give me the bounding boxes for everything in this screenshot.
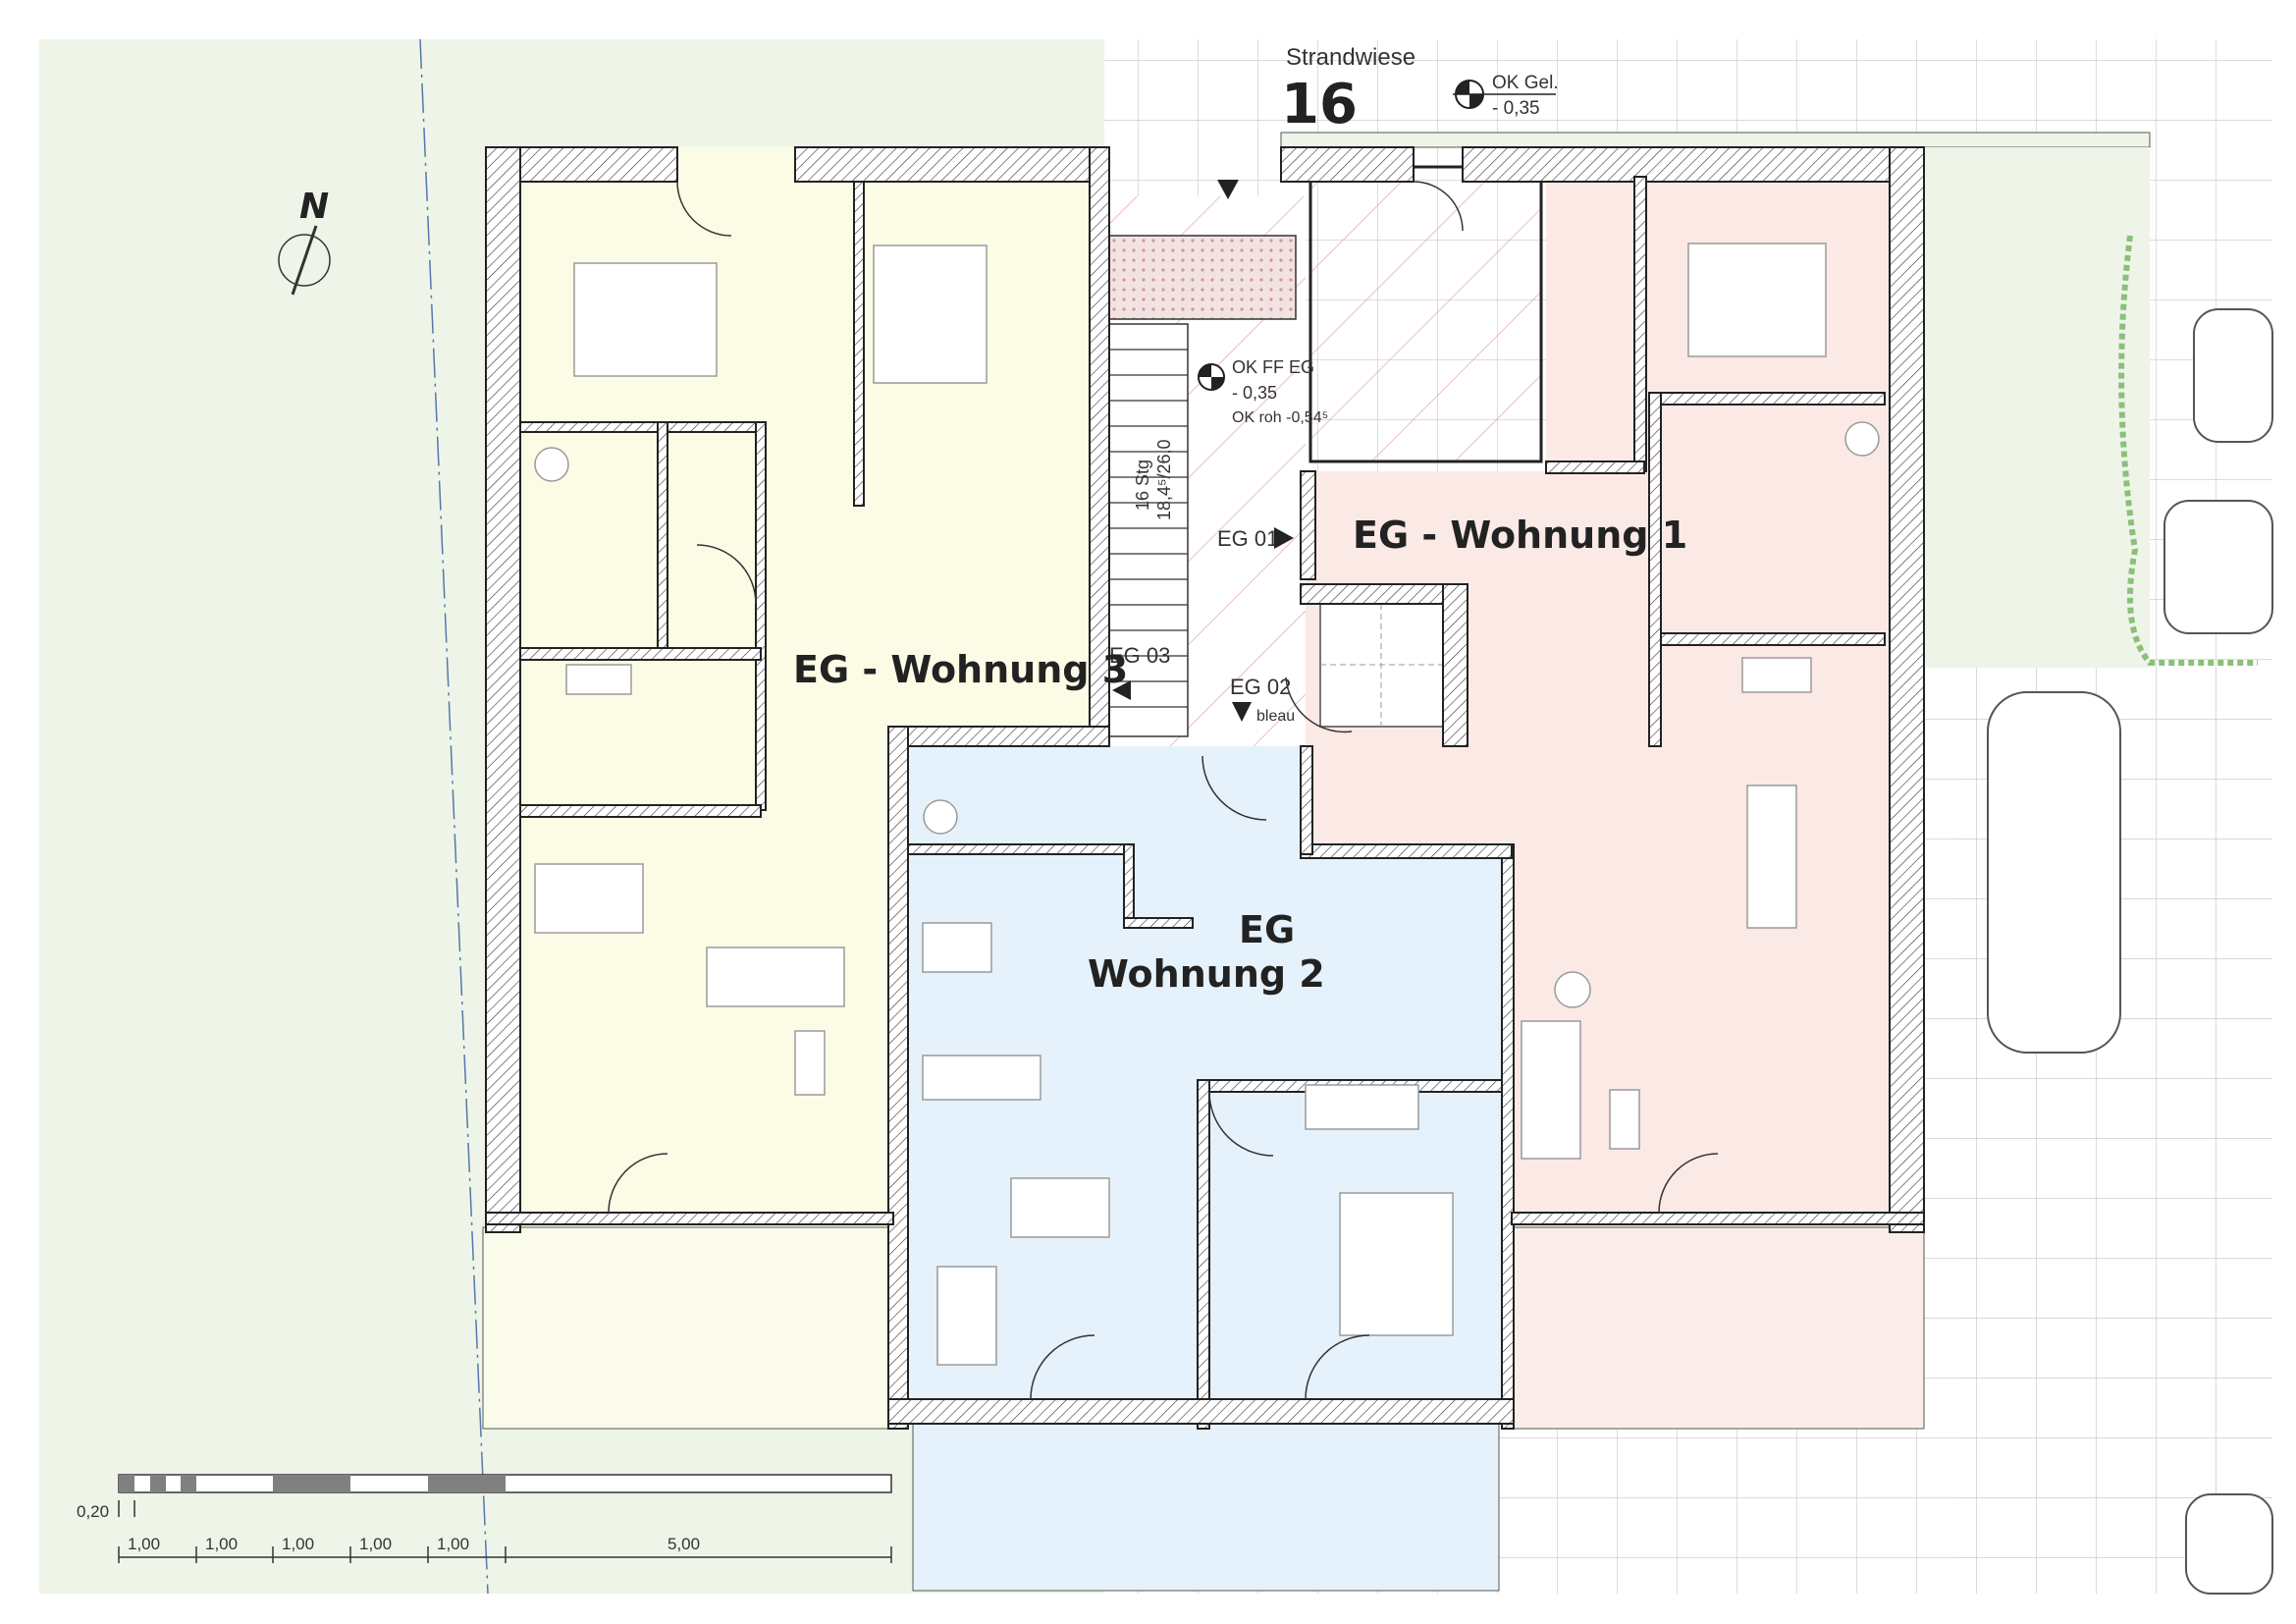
apartment-2-label-line1: EG [1239, 908, 1295, 951]
scale-label: 5,00 [667, 1535, 700, 1553]
property-line [419, 38, 489, 1595]
level-marker-floor: OK FF EG - 0,35 OK roh -0,54⁵ [1198, 357, 1328, 426]
apartment-3-area [486, 147, 1104, 1429]
apartment-1-terrace [1511, 1226, 1925, 1430]
arrow-left-icon [1112, 680, 1131, 700]
entrance-eg03: EG 03 [1109, 643, 1170, 668]
raw-level-value: OK roh -0,54⁵ [1232, 409, 1328, 426]
car [2163, 500, 2273, 634]
stair-annotation: 16 Stg 18,4⁵/26,0 [1133, 439, 1174, 520]
lawn-strip [1280, 132, 2151, 148]
car [2185, 1493, 2273, 1595]
entrance-arrow-icon [1217, 180, 1239, 199]
car [2193, 308, 2273, 443]
scale-label: 1,00 [205, 1535, 238, 1553]
scale-bar: 0,20 1,00 1,00 1,00 1,00 1,00 5,00 [77, 1474, 892, 1563]
entrance-mat [1108, 235, 1297, 320]
parked-cars [1987, 308, 2273, 1595]
scale-label-small: 0,20 [77, 1502, 109, 1521]
svg-text:18,4⁵/26,0: 18,4⁵/26,0 [1154, 439, 1174, 520]
apartment-3-terrace [482, 1226, 894, 1430]
apartment-2-label-line2: Wohnung 2 [1088, 952, 1325, 996]
furniture [534, 243, 1880, 1366]
floor-level-value: - 0,35 [1232, 383, 1277, 403]
north-arrow: N [278, 187, 331, 296]
house-number: 16 [1281, 73, 1358, 136]
scale-label: 1,00 [437, 1535, 469, 1553]
street-name: Strandwiese [1286, 44, 1415, 71]
level-marker-ground: OK Gel. - 0,35 [1453, 73, 1559, 119]
apartment-3-label: EG - Wohnung 3 [793, 648, 1128, 691]
entrance-eg01: EG 01 [1217, 526, 1278, 551]
arrow-right-icon [1274, 527, 1294, 549]
stair [1108, 323, 1189, 737]
air-space-void [1308, 165, 1543, 463]
doors [608, 181, 1719, 1400]
svg-text:16 Stg: 16 Stg [1133, 460, 1152, 511]
car [1987, 691, 2121, 1054]
ground-level-label: OK Gel. [1492, 73, 1559, 93]
arrow-down-icon [1232, 702, 1252, 722]
ground-level-value: - 0,35 [1492, 98, 1540, 119]
lawn-right [1924, 147, 2150, 668]
scale-label: 1,00 [128, 1535, 160, 1553]
tableau-label: bleau [1256, 708, 1295, 725]
hedge [2118, 235, 2258, 666]
apartment-1-label: EG - Wohnung 1 [1353, 514, 1687, 557]
scale-label: 1,00 [282, 1535, 314, 1553]
floor-level-label: OK FF EG [1232, 357, 1314, 377]
apartment-1-area [1306, 147, 1924, 1429]
walls [485, 146, 1925, 1430]
apartment-2-terrace [912, 1423, 1500, 1592]
scale-label: 1,00 [359, 1535, 392, 1553]
north-label: N [299, 187, 329, 227]
entrance-eg02: EG 02 [1230, 675, 1291, 699]
